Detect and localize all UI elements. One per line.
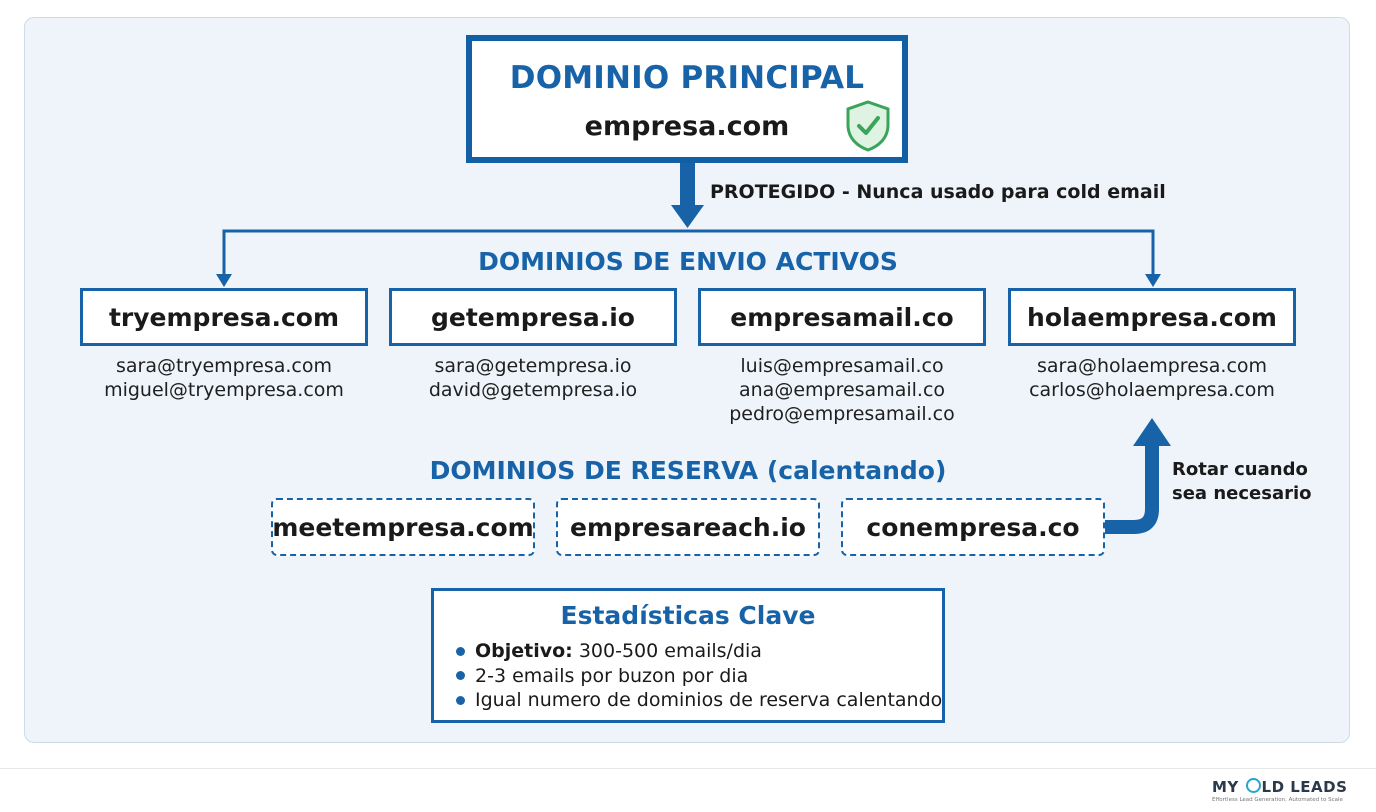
mailbox-list: sara@tryempresa.com miguel@tryempresa.co… (74, 354, 374, 402)
logo-word-part: MY (1212, 778, 1245, 796)
active-domains-title: DOMINIOS DE ENVIO ACTIVOS (478, 247, 898, 276)
mailbox-address: sara@holaempresa.com (1036, 355, 1268, 377)
reserve-domains-title: DOMINIOS DE RESERVA (calentando) (429, 456, 947, 485)
main-domain-name: empresa.com (584, 111, 790, 142)
shield-check-icon (846, 100, 890, 152)
mailbox-address: miguel@tryempresa.com (104, 379, 344, 401)
active-domain-box: empresamail.co (698, 288, 986, 346)
mailbox-list: sara@getempresa.io david@getempresa.io (383, 354, 683, 402)
main-domain-box: DOMINIO PRINCIPAL empresa.com (466, 35, 908, 163)
logo-wordmark: MY LD LEADS (1212, 778, 1347, 796)
stat-item-text: 2-3 emails por buzon por dia (475, 664, 749, 687)
reserve-domain-box: conempresa.co (841, 498, 1105, 556)
stat-item: 2-3 emails por buzon por dia (456, 664, 942, 689)
logo-ring-icon (1245, 778, 1261, 793)
mailbox-list: luis@empresamail.co ana@empresamail.co p… (692, 354, 992, 426)
active-domain-box: getempresa.io (389, 288, 677, 346)
key-stats-box: Estadísticas Clave Objetivo: 300-500 ema… (431, 588, 945, 723)
rotation-arrow-shaft (1104, 444, 1159, 534)
brand-logo: MY LD LEADS Effortless Lead Generation. … (1212, 778, 1347, 803)
stat-item-text: Igual numero de dominios de reserva cale… (475, 689, 943, 711)
main-domain-title: DOMINIO PRINCIPAL (509, 60, 865, 96)
mailbox-address: pedro@empresamail.co (729, 403, 955, 425)
right-branch-arrow-head (1145, 274, 1161, 287)
main-down-arrow-head (671, 205, 704, 228)
mailbox-address: ana@empresamail.co (738, 379, 946, 401)
bullet-icon (456, 646, 465, 656)
footer-divider (0, 768, 1376, 769)
reserve-domain-box: empresareach.io (556, 498, 820, 556)
rotation-arrow-head (1133, 418, 1171, 446)
key-stats-list: Objetivo: 300-500 emails/dia 2-3 emails … (456, 639, 942, 713)
rotate-note-line: sea necesario (1172, 483, 1312, 504)
bullet-icon (456, 671, 465, 681)
main-down-arrow-shaft (680, 163, 695, 208)
mailbox-address: sara@getempresa.io (434, 355, 632, 377)
stat-item-text: 300-500 emails/dia (572, 640, 762, 662)
rotate-note-line: Rotar cuando (1172, 459, 1308, 480)
key-stats-title: Estadísticas Clave (560, 601, 816, 630)
active-domain-box: holaempresa.com (1008, 288, 1296, 346)
distribution-bracket (222, 229, 1155, 276)
left-branch-arrow-head (216, 274, 232, 287)
rotate-note: Rotar cuando sea necesario (1172, 458, 1312, 506)
logo-word-part: LD LEADS (1261, 778, 1348, 796)
protected-note: PROTEGIDO - Nunca usado para cold email (710, 181, 1166, 203)
stat-item-label: Objetivo: (475, 640, 573, 662)
bullet-icon (456, 695, 465, 705)
mailbox-address: david@getempresa.io (428, 379, 638, 401)
stat-item: Objetivo: 300-500 emails/dia (456, 639, 942, 664)
stat-item: Igual numero de dominios de reserva cale… (456, 688, 942, 713)
reserve-domain-box: meetempresa.com (271, 498, 535, 556)
active-domain-box: tryempresa.com (80, 288, 368, 346)
mailbox-list: sara@holaempresa.com carlos@holaempresa.… (1002, 354, 1302, 402)
mailbox-address: luis@empresamail.co (740, 355, 944, 377)
logo-tagline: Effortless Lead Generation. Automated to… (1212, 797, 1343, 803)
mailbox-address: sara@tryempresa.com (115, 355, 332, 377)
mailbox-address: carlos@holaempresa.com (1029, 379, 1275, 401)
